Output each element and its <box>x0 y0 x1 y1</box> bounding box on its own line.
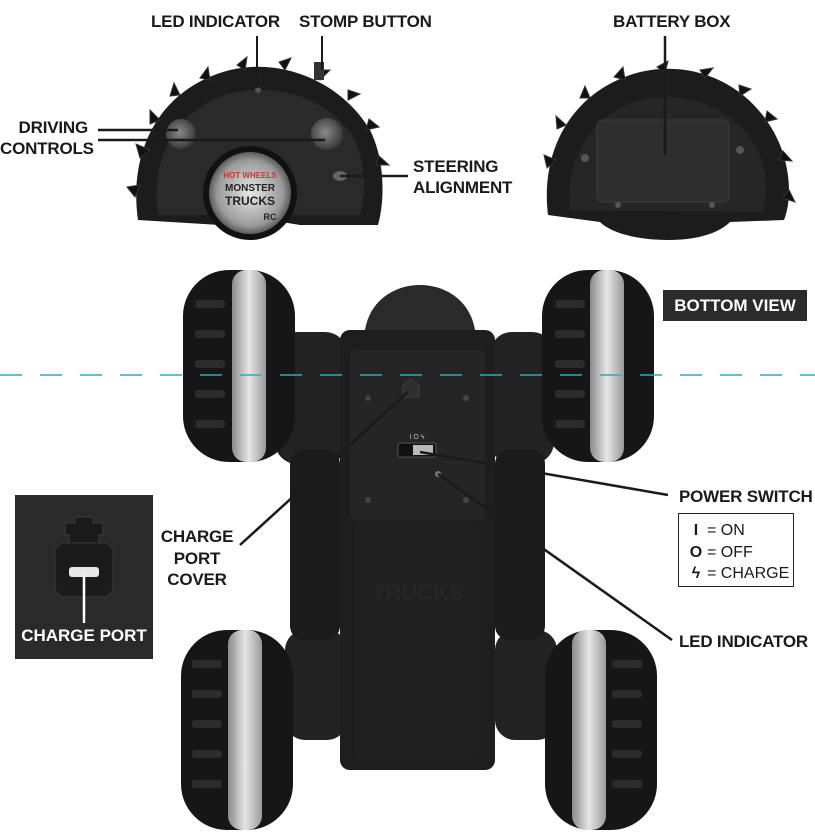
label-charge-port-cover-line2: PORT <box>173 549 221 568</box>
label-charge-port: CHARGE PORT <box>21 626 147 645</box>
port-cover-flap <box>64 516 104 544</box>
legend-meaning-off: = OFF <box>707 543 753 561</box>
label-led-indicator-top: LED INDICATOR <box>151 12 280 31</box>
battery-box-cover <box>596 119 730 203</box>
charge-port-illustration <box>15 495 153 659</box>
logo-line4: RC <box>264 212 277 222</box>
legend-symbol-on: I <box>693 522 699 539</box>
label-stomp-button: STOMP BUTTON <box>299 12 432 31</box>
wheel-bottom-right <box>545 630 657 830</box>
bottom-view-badge: BOTTOM VIEW <box>663 290 807 321</box>
power-switch-legend: I = ON O= OFF ϟ = CHARGE <box>678 513 794 587</box>
legend-row-charge: ϟ = CHARGE <box>687 563 793 585</box>
switch-marks: I O ϟ <box>410 434 425 441</box>
label-charge-port-cover-line3: COVER <box>167 570 227 589</box>
label-charge-port-cover-line1: CHARGE <box>160 527 234 546</box>
logo-line1: HOT WHEELS <box>223 171 277 180</box>
back-view <box>543 36 796 240</box>
lightning-icon: ϟ <box>691 565 701 582</box>
label-battery-box: BATTERY BOX <box>613 12 731 31</box>
label-led-indicator-bottom: LED INDICATOR <box>679 632 808 651</box>
legend-meaning-on: = ON <box>707 522 745 539</box>
front-view: HOT WHEELS MONSTER TRUCKS RC <box>98 36 408 240</box>
right-control-knob <box>311 118 343 150</box>
charge-port-opening <box>69 567 99 577</box>
label-steering-line2: ALIGNMENT <box>413 178 513 197</box>
stomp-button-shape <box>314 62 324 80</box>
label-driving-controls-line1: DRIVING <box>18 118 89 137</box>
label-steering-line1: STEERING <box>413 157 499 176</box>
charge-port-inset: CHARGE PORT <box>15 495 153 659</box>
wheel-top-left <box>183 270 295 462</box>
front-led-icon <box>255 87 261 93</box>
left-control-knob <box>166 119 196 149</box>
wheel-bottom-left <box>181 630 293 830</box>
legend-meaning-charge: = CHARGE <box>707 565 790 582</box>
logo-line2: MONSTER <box>225 183 276 194</box>
label-driving-controls-line2: CONTROLS <box>0 139 94 158</box>
wheel-top-right <box>542 270 654 462</box>
legend-row-off: O= OFF <box>687 542 793 564</box>
logo-line3: TRUCKS <box>225 194 275 208</box>
legend-row-on: I = ON <box>687 520 793 542</box>
label-power-switch: POWER SWITCH <box>679 487 813 506</box>
bottom-view: I O ϟ TRUCKS <box>0 270 815 830</box>
embossed-logo: TRUCKS <box>372 580 464 605</box>
legend-symbol-off: O <box>689 543 703 561</box>
logo-disc <box>209 152 291 234</box>
